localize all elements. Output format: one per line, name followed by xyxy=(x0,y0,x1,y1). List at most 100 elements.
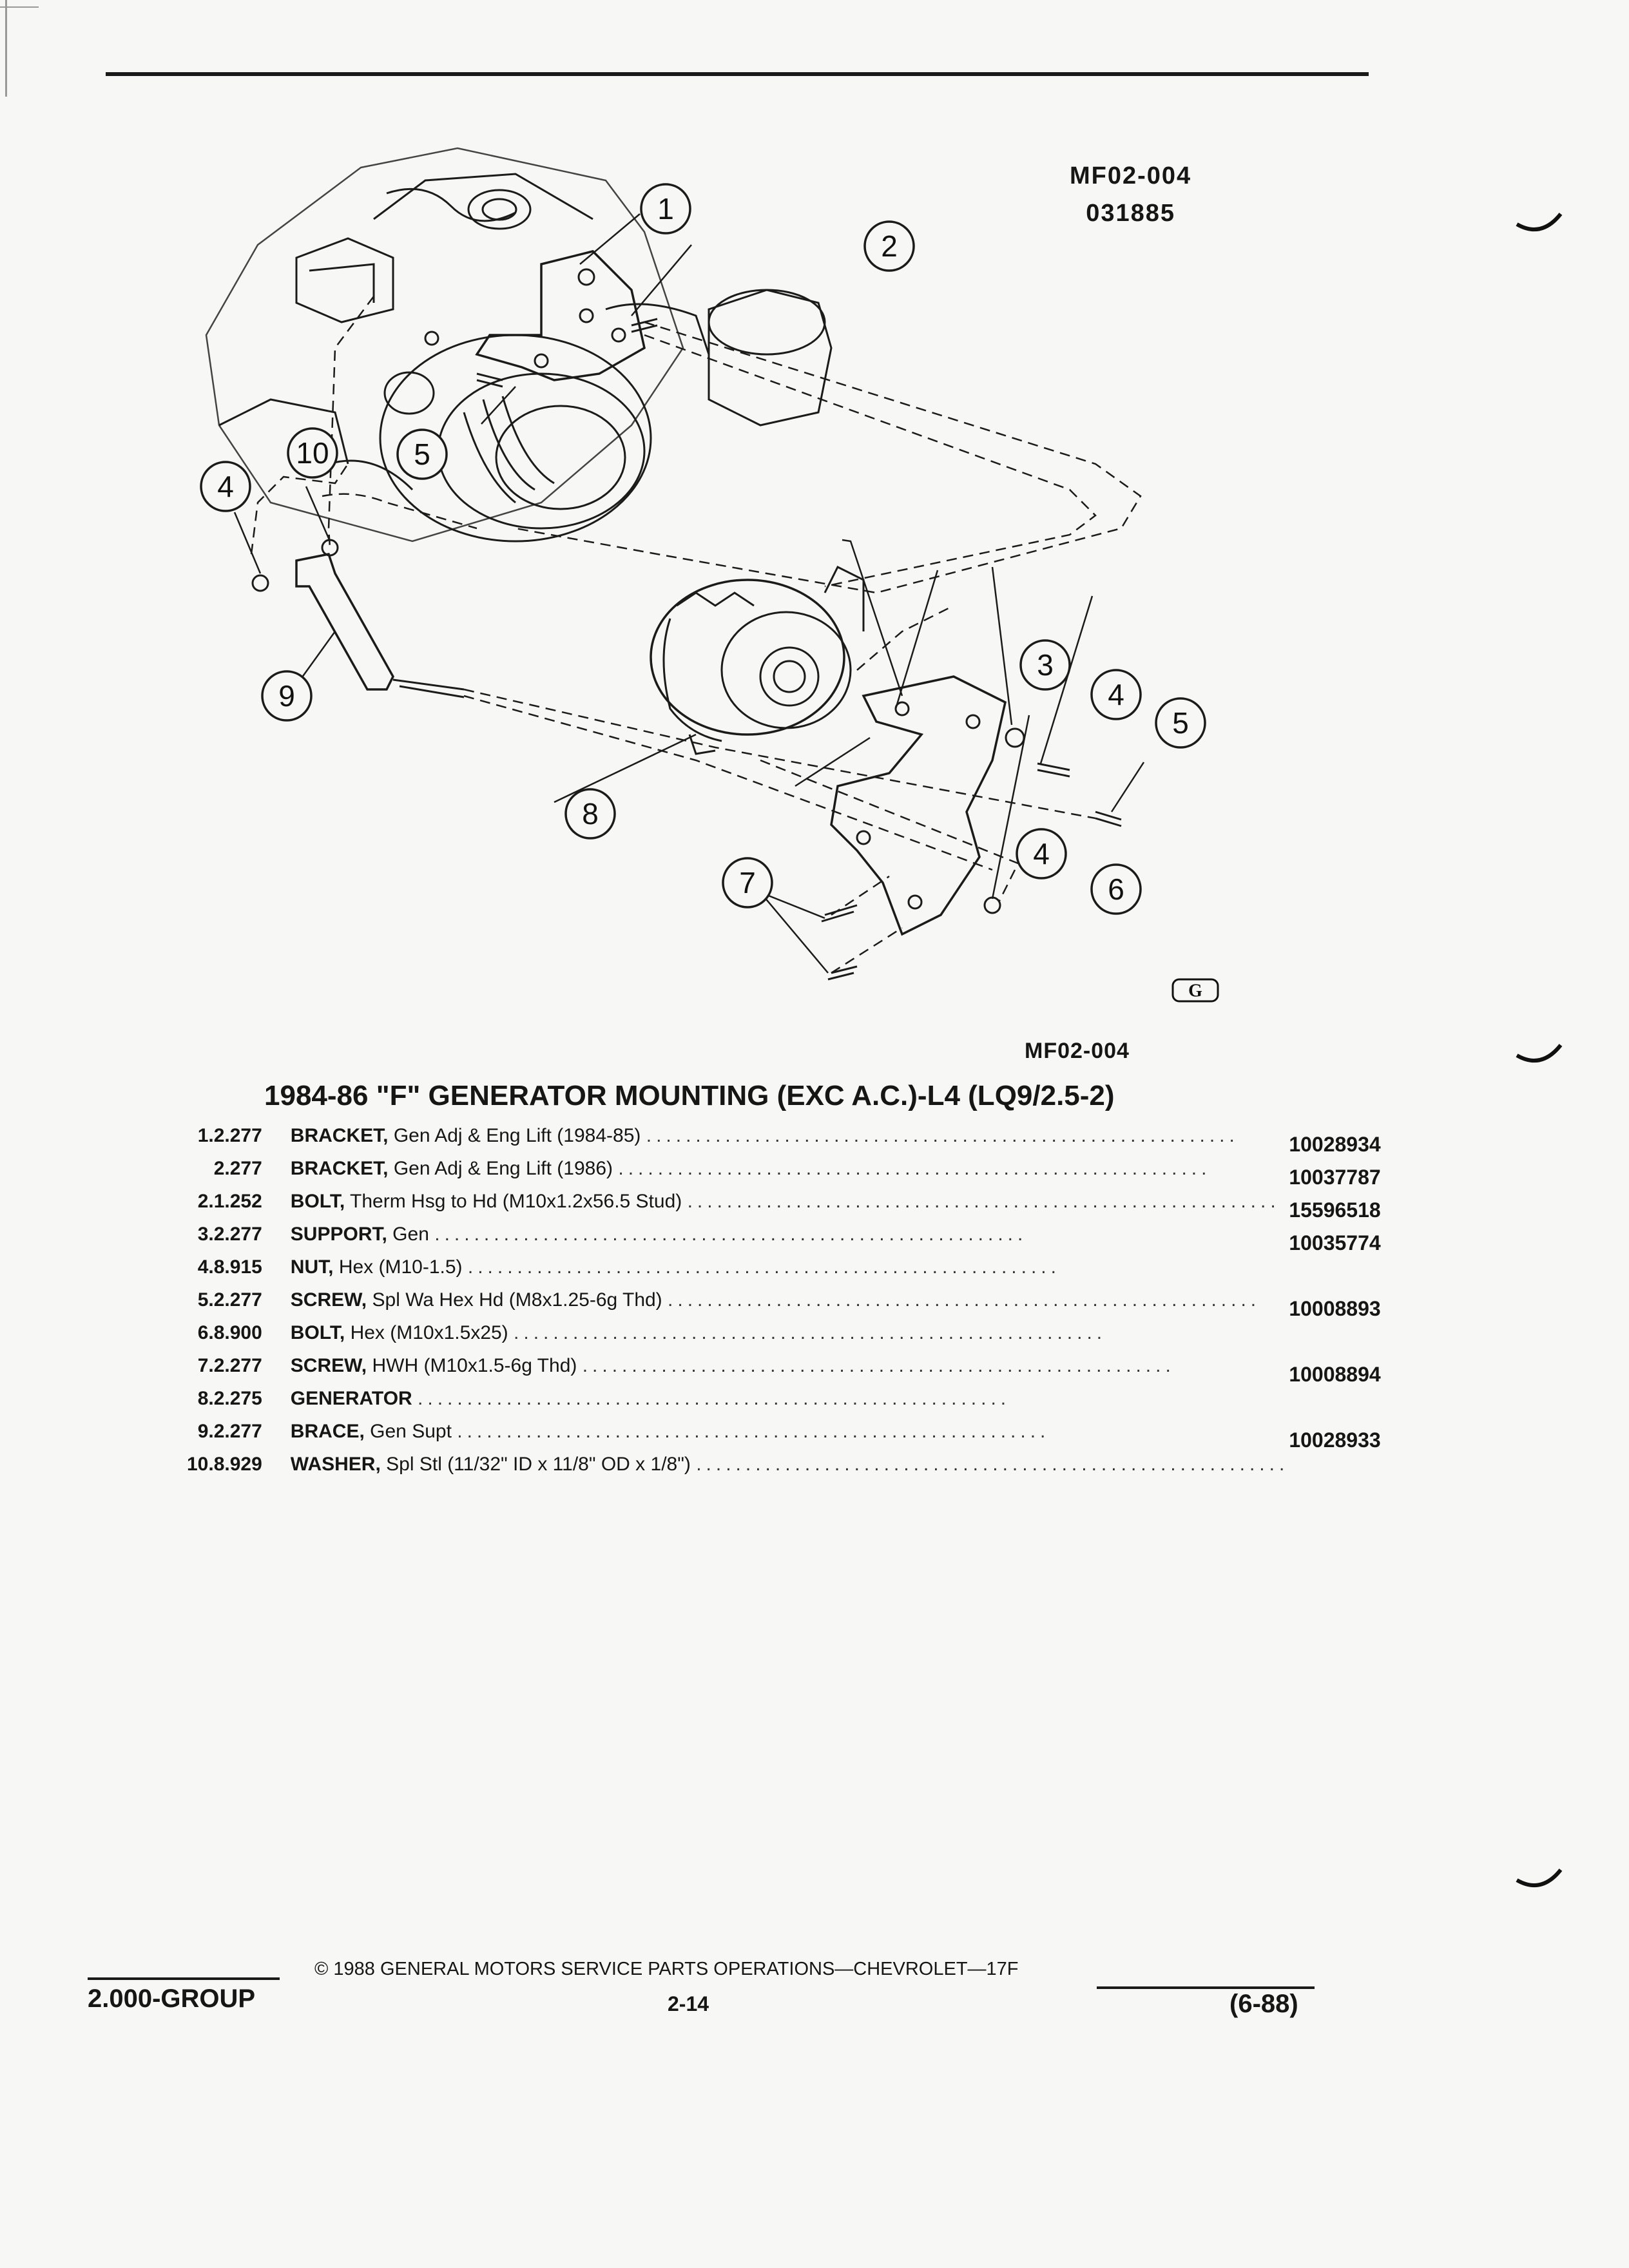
part-description: BOLT, Therm Hsg to Hd (M10x1.2x56.5 Stud… xyxy=(291,1189,1289,1222)
part-name: BRACE, xyxy=(290,1421,365,1442)
parts-row: 5.2.277 SCREW, Spl Wa Hex Hd (M8x1.25-6g … xyxy=(187,1288,1381,1321)
part-number: 10028933 xyxy=(1289,1428,1381,1452)
callout-label-10: 10 xyxy=(296,436,329,470)
part-detail: Spl Wa Hex Hd (M8x1.25-6g Thd) xyxy=(372,1289,662,1311)
part-name: BRACKET, xyxy=(290,1158,389,1179)
callout-3 xyxy=(1019,639,1071,691)
group-number: 8.900 xyxy=(213,1322,262,1343)
part-description: BRACKET, Gen Adj & Eng Lift (1984-85) ..… xyxy=(291,1124,1289,1157)
group-number: 2.277 xyxy=(213,1158,262,1179)
item-number: 3. xyxy=(197,1224,214,1245)
part-number: 15596518 xyxy=(1289,1198,1381,1222)
part-description: SCREW, Spl Wa Hex Hd (M8x1.25-6g Thd) ..… xyxy=(291,1288,1289,1321)
copyright-line: © 1988 GENERAL MOTORS SERVICE PARTS OPER… xyxy=(314,1959,1019,1979)
binding-mark xyxy=(1516,1044,1563,1062)
engine-block xyxy=(205,147,833,543)
part-detail: Therm Hsg to Hd (M10x1.2x56.5 Stud) xyxy=(350,1191,682,1212)
part-number: 10035774 xyxy=(1289,1231,1381,1254)
item-number: 7. xyxy=(197,1355,214,1376)
fasteners xyxy=(251,318,1122,981)
revision-date: (6-88) xyxy=(1229,1990,1298,2018)
figure-code: MF02-004 xyxy=(1070,162,1192,189)
leader-dots: ........................................… xyxy=(582,1355,1175,1376)
callout-label-9: 9 xyxy=(278,679,295,713)
part-number xyxy=(1289,1321,1380,1354)
callout-8 xyxy=(564,788,616,840)
page-number: 2-14 xyxy=(668,1992,709,2015)
item-number: 6. xyxy=(197,1322,214,1343)
top-rule xyxy=(106,72,1369,76)
item-number: 2. xyxy=(197,1191,214,1212)
footer-rule xyxy=(88,1977,280,1980)
part-detail: Spl Stl (11/32" ID x 11/8" OD x 1/8") xyxy=(386,1454,691,1475)
part-name: BOLT, xyxy=(290,1191,345,1212)
part-description: BRACE, Gen Supt ........................… xyxy=(291,1419,1289,1452)
callout-1 xyxy=(640,183,691,235)
part-number: 10037787 xyxy=(1289,1166,1381,1189)
margin-mark xyxy=(5,0,7,97)
part-number: 10008894 xyxy=(1289,1363,1381,1386)
part-detail: Gen xyxy=(392,1224,429,1245)
callout-label-4: 4 xyxy=(1108,678,1124,711)
item-number: 9. xyxy=(197,1421,214,1442)
callout-circles xyxy=(200,183,1206,915)
parts-row: 1.2.277 BRACKET, Gen Adj & Eng Lift (1984… xyxy=(187,1124,1381,1157)
part-name: GENERATOR xyxy=(290,1388,412,1409)
callout-label-5: 5 xyxy=(1172,706,1189,740)
binding-mark xyxy=(1516,1869,1563,1887)
callout-4b xyxy=(1016,828,1067,879)
item-number: 1. xyxy=(197,1125,214,1146)
part-description: SUPPORT, Gen ...........................… xyxy=(291,1222,1289,1255)
part-description: GENERATOR ..............................… xyxy=(291,1387,1289,1419)
leader-dots: ........................................… xyxy=(668,1289,1261,1311)
group-number: 2.277 xyxy=(213,1355,262,1376)
part-description: WASHER, Spl Stl (11/32" ID x 11/8" OD x … xyxy=(291,1452,1289,1485)
figure-date-code: 031885 xyxy=(1086,200,1175,227)
item-number xyxy=(187,1157,214,1189)
generator xyxy=(650,565,865,755)
group-number: 8.915 xyxy=(213,1256,262,1278)
part-name: SCREW, xyxy=(290,1355,367,1376)
part-description: SCREW, HWH (M10x1.5-6g Thd) ............… xyxy=(291,1354,1289,1387)
part-detail: Hex (M10-1.5) xyxy=(338,1256,463,1278)
part-number: 10028934 xyxy=(1289,1133,1381,1156)
margin-mark xyxy=(0,6,39,8)
callout-label-8: 8 xyxy=(582,797,599,831)
leader-dots: ........................................… xyxy=(696,1454,1289,1475)
group-number: 1.252 xyxy=(213,1191,262,1212)
part-name: WASHER, xyxy=(290,1454,381,1475)
section-heading: 1984-86 "F" GENERATOR MOUNTING (EXC A.C.… xyxy=(264,1080,1115,1111)
part-number: 10008893 xyxy=(1289,1297,1381,1320)
leader-dots: ........................................… xyxy=(514,1322,1107,1343)
figure-ref: MF02-004 xyxy=(1025,1039,1130,1063)
part-name: SCREW, xyxy=(290,1289,367,1311)
callout-10 xyxy=(287,427,338,479)
callout-label-1: 1 xyxy=(657,192,674,226)
group-number: 2.277 xyxy=(213,1421,262,1442)
callout-5 xyxy=(1155,697,1206,749)
part-name: SUPPORT, xyxy=(290,1224,387,1245)
group-number: 2.275 xyxy=(213,1388,262,1409)
figure-codes: MF02-004 031885 xyxy=(1070,157,1191,232)
parts-row: 7.2.277 SCREW, HWH (M10x1.5-6g Thd) .....… xyxy=(187,1354,1381,1387)
leader-dots: ........................................… xyxy=(467,1256,1061,1278)
parts-row: 2.277 BRACKET, Gen Adj & Eng Lift (1986) … xyxy=(187,1157,1381,1189)
item-number: 10. xyxy=(187,1454,214,1475)
parts-row: 9.2.277 BRACE, Gen Supt .................… xyxy=(187,1419,1381,1452)
footer-rule xyxy=(1097,1986,1315,1989)
part-description: BOLT, Hex (M10x1.5x25) .................… xyxy=(291,1321,1289,1354)
callout-label-7: 7 xyxy=(739,866,756,899)
group-number: 2.277 xyxy=(213,1289,262,1311)
item-number: 4. xyxy=(197,1256,214,1278)
gm-logo-text: G xyxy=(1188,981,1202,1001)
item-number: 5. xyxy=(197,1289,214,1311)
callout-6 xyxy=(1090,863,1142,915)
group-number: 2.277 xyxy=(213,1125,262,1146)
support-gen xyxy=(830,675,1007,936)
callout-label-3: 3 xyxy=(1037,648,1054,682)
part-description: BRACKET, Gen Adj & Eng Lift (1986) .....… xyxy=(291,1157,1289,1189)
